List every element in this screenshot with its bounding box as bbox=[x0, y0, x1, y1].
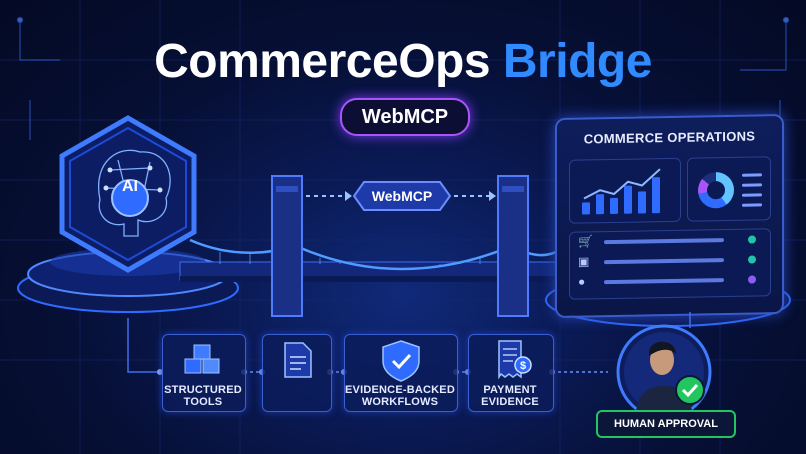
cubes-icon bbox=[184, 344, 220, 374]
feature-line: TOOLS bbox=[183, 396, 223, 408]
receipt-dollar-icon: $ bbox=[498, 340, 532, 380]
feature-line: STRUCTURED bbox=[164, 384, 242, 396]
page-title: CommerceOps Bridge bbox=[0, 34, 806, 89]
bar-chart-card bbox=[569, 157, 681, 224]
trend-line bbox=[583, 168, 661, 200]
feature-line: EVIDENCE-BACKED bbox=[345, 384, 455, 396]
title-part-commerceops: CommerceOps bbox=[154, 35, 491, 88]
feature-line: EVIDENCE bbox=[481, 396, 539, 408]
feature-evidence-backed-workflows bbox=[344, 334, 458, 412]
bridge-webmcp-tag: WebMCP bbox=[371, 188, 433, 204]
feature-document bbox=[262, 334, 332, 412]
document-icon bbox=[284, 342, 312, 378]
feature-label-structured-tools: STRUCTURED TOOLS bbox=[143, 384, 263, 408]
check-circle-icon bbox=[675, 375, 705, 405]
feature-payment-evidence: $ bbox=[468, 334, 554, 412]
feature-structured-tools bbox=[162, 334, 246, 412]
shield-check-icon bbox=[382, 340, 420, 382]
svg-text:$: $ bbox=[520, 360, 526, 372]
commerce-operations-panel: COMMERCE OPERATIONS 🛒 ▣ ● bbox=[555, 114, 784, 318]
ai-label: AI bbox=[122, 178, 138, 195]
human-approval-badge: HUMAN APPROVAL bbox=[596, 410, 736, 438]
feature-line: PAYMENT bbox=[483, 384, 537, 396]
title-part-bridge: Bridge bbox=[502, 35, 653, 88]
feature-label-evidence-workflows: EVIDENCE-BACKED WORKFLOWS bbox=[340, 384, 460, 408]
webmcp-badge: WebMCP bbox=[340, 98, 470, 136]
feature-label-payment-evidence: PAYMENT EVIDENCE bbox=[450, 384, 570, 408]
feature-line: WORKFLOWS bbox=[361, 396, 439, 408]
